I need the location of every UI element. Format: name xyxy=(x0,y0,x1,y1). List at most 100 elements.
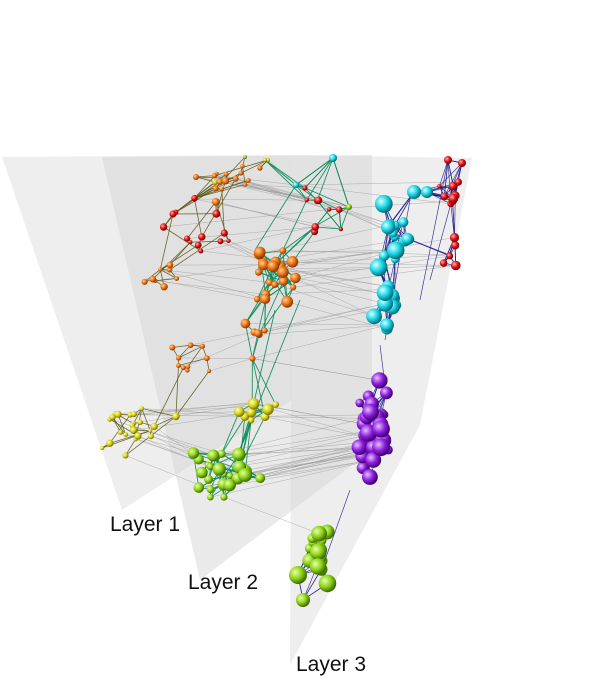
network-node xyxy=(279,247,287,255)
interlayer-edge xyxy=(282,250,450,256)
network-node xyxy=(187,342,194,348)
network-node xyxy=(261,327,268,334)
network-node xyxy=(281,295,294,308)
network-node xyxy=(444,156,452,164)
network-node xyxy=(262,403,274,415)
network-node xyxy=(448,193,459,204)
network-node xyxy=(129,426,138,434)
network-edge xyxy=(221,180,249,190)
network-node xyxy=(243,182,248,187)
interlayer-edge xyxy=(278,267,379,270)
network-node xyxy=(200,343,205,349)
network-node xyxy=(158,267,163,272)
network-node xyxy=(232,447,246,461)
network-node xyxy=(369,258,388,277)
interlayer-edge xyxy=(260,454,362,479)
network-node xyxy=(187,447,200,459)
network-edge xyxy=(315,226,341,230)
interlayer-edge xyxy=(163,209,330,228)
network-node xyxy=(286,255,299,268)
network-node xyxy=(374,195,393,213)
network-node xyxy=(141,278,148,285)
interlayer-edge xyxy=(283,255,450,282)
network-node xyxy=(346,204,352,210)
network-edge xyxy=(264,159,308,201)
network-node xyxy=(371,372,388,389)
network-node xyxy=(255,473,266,484)
interlayer-edge xyxy=(244,446,360,475)
network-edge xyxy=(258,281,284,335)
network-node xyxy=(149,275,157,283)
network-node xyxy=(446,252,454,260)
interlayer-edge xyxy=(178,357,253,359)
network-edge xyxy=(306,157,334,201)
network-node xyxy=(220,229,228,237)
network-node xyxy=(169,210,177,218)
network-edge xyxy=(295,157,334,186)
network-node xyxy=(206,485,215,494)
network-edge xyxy=(201,178,237,238)
network-node xyxy=(122,452,129,459)
network-edge xyxy=(221,411,240,454)
interlayer-edge xyxy=(215,201,316,228)
layer-1-label: Layer 1 xyxy=(110,513,181,536)
network-node xyxy=(174,276,180,281)
network-node xyxy=(255,268,263,276)
network-node xyxy=(311,525,327,542)
network-node xyxy=(220,493,228,501)
network-edge xyxy=(251,358,277,405)
network-edge xyxy=(160,269,177,279)
network-edge xyxy=(141,408,151,431)
network-node xyxy=(365,452,382,468)
interlayer-edge xyxy=(293,265,456,288)
network-node xyxy=(351,439,368,456)
network-node xyxy=(238,170,244,176)
network-node xyxy=(372,438,390,457)
network-node xyxy=(386,241,405,260)
network-node xyxy=(246,178,251,183)
interlayer-edge xyxy=(306,199,395,226)
interlayer-edge xyxy=(252,324,388,359)
network-edge xyxy=(172,344,191,348)
network-node xyxy=(240,318,251,329)
network-node xyxy=(249,355,256,362)
network-node xyxy=(266,158,270,162)
interlayer-edge xyxy=(295,277,375,317)
network-node xyxy=(366,308,382,325)
network-node xyxy=(223,478,236,492)
interlayer-edge xyxy=(257,303,386,334)
network-node xyxy=(362,403,379,421)
network-node xyxy=(221,177,230,185)
network-edge xyxy=(240,159,269,174)
interlayer-edge xyxy=(210,459,374,498)
network-edge xyxy=(144,269,161,283)
network-node xyxy=(100,446,105,450)
network-node xyxy=(217,238,224,245)
network-node xyxy=(439,259,448,267)
interlayer-edge xyxy=(259,324,388,335)
network-edge xyxy=(175,370,210,417)
network-node xyxy=(293,182,299,188)
layer-plane-2 xyxy=(102,155,372,580)
network-node xyxy=(266,279,273,286)
network-node xyxy=(378,250,390,261)
network-node xyxy=(130,411,137,418)
network-node xyxy=(260,293,271,304)
network-node xyxy=(191,194,198,202)
network-edge xyxy=(254,184,297,251)
interlayer-edge xyxy=(160,269,266,300)
network-node xyxy=(160,283,168,291)
network-node xyxy=(234,406,245,418)
network-node xyxy=(335,206,343,213)
network-node xyxy=(180,365,186,371)
network-node xyxy=(380,386,393,400)
network-edge xyxy=(444,162,463,197)
network-edge xyxy=(314,206,350,227)
network-edge xyxy=(304,187,350,208)
network-node xyxy=(188,240,193,245)
network-node xyxy=(159,223,168,231)
network-node xyxy=(310,543,327,560)
network-node xyxy=(204,474,214,484)
network-edge xyxy=(407,238,450,256)
network-node xyxy=(449,232,460,243)
